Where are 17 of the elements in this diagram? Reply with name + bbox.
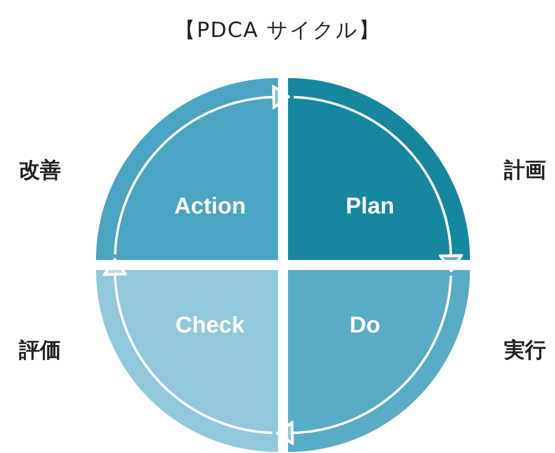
cycle-arrow — [294, 96, 463, 272]
cycle-arrow — [103, 258, 272, 434]
quadrant-label: Do — [350, 312, 380, 338]
side-label: 計画 — [504, 157, 546, 184]
side-label: 実行 — [504, 337, 546, 364]
diagram-title: 【PDCA サイクル】 — [174, 17, 382, 44]
side-label: 評価 — [19, 337, 61, 364]
quadrant-sector — [96, 270, 278, 452]
quadrant-sector — [288, 78, 470, 260]
quadrant-sector — [288, 270, 470, 452]
cycle-arrow — [114, 85, 290, 254]
side-label: 改善 — [19, 157, 61, 184]
quadrant-sector — [96, 78, 278, 260]
cycle-arrow — [276, 276, 452, 445]
quadrant-label: Check — [175, 312, 245, 338]
quadrant-label: Action — [174, 192, 246, 220]
quadrant-label: Plan — [346, 192, 394, 220]
